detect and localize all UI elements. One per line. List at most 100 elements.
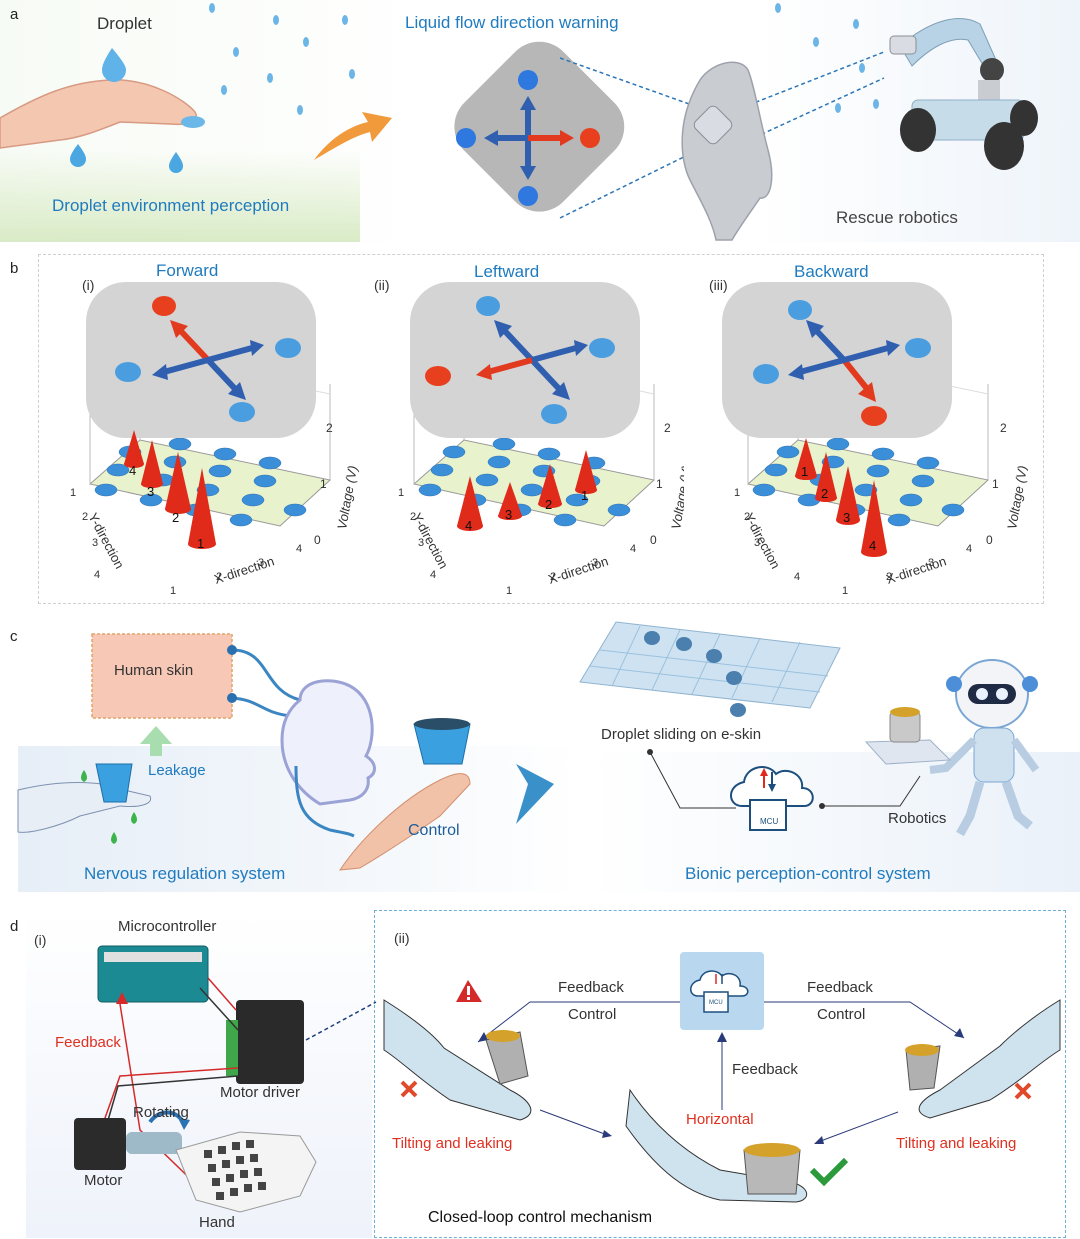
horizontal-label: Horizontal [686,1111,754,1128]
plot-roman-iii: (iii) [709,277,728,293]
droplet-environment-label: Droplet environment perception [52,196,290,215]
sensor-dot-bottom [518,186,538,206]
control-left-label: Control [568,1006,617,1023]
peak-label: 1 [197,536,204,551]
rotating-label: Rotating [133,1104,189,1121]
peak-label: 3 [147,484,154,499]
peak-label: 1 [801,464,808,479]
voltage-cones [457,450,597,531]
motor-driver-label: Motor driver [220,1084,301,1101]
droplet-falling-2 [169,152,183,173]
panel-c-graphics [17,621,1040,871]
sensor-dot-right [580,128,600,148]
plot-title-leftward: Leftward [474,262,540,281]
x-tick: 1 [170,585,176,597]
tilting-left-label: Tilting and leaking [392,1135,513,1152]
panel-letter-a: a [10,6,19,23]
peak-label: 4 [465,518,472,533]
peak-label: 3 [843,510,850,525]
y-tick: 3 [418,537,424,549]
peak-label: 2 [545,497,552,512]
control-label: Control [408,822,460,839]
z-axis-label: Voltage (V) [1004,464,1028,530]
bionic-system-label: Bionic perception-control system [685,864,931,883]
panel-letter-c: c [10,628,18,645]
control-right-label: Control [817,1006,866,1023]
nervous-system-label: Nervous regulation system [84,864,286,883]
x-tick: 3 [258,557,264,569]
sensor-diamond [454,41,625,212]
sensor-dot-top [518,70,538,90]
peak-label: 4 [869,538,876,553]
arm-holding-cup [338,773,471,871]
x-tick: 3 [928,557,934,569]
sensor-dot-red [861,406,887,426]
y-tick: 2 [410,511,416,523]
green-up-arrow-icon [140,726,172,756]
human-skin-block [91,633,233,719]
y-tick: 3 [92,537,98,549]
robot-hand-center [625,1088,807,1203]
feedback-right-label: Feedback [807,979,873,996]
e-skin-sheet [579,621,841,709]
peak-label: 2 [821,486,828,501]
y-tick: 2 [744,511,750,523]
humanoid-robot-illustration [864,659,1040,837]
z-tick: 2 [664,421,671,435]
head-outline-illustration [280,679,376,806]
rescue-robotics-label: Rescue robotics [836,208,958,227]
microcontroller-label: Microcontroller [118,918,217,935]
peak-label: 3 [505,507,512,522]
panel-d-graphics [74,945,1061,1213]
feedback-mid-label: Feedback [732,1061,798,1078]
rescue-robot-illustration [889,18,1038,170]
peak-label: 1 [581,488,588,503]
human-skin-label: Human skin [114,662,194,679]
motor-body [74,1118,126,1170]
x-tick: 2 [550,571,556,583]
rain-drops [209,3,921,115]
y-tick: 4 [794,571,800,583]
x-tick: 1 [842,585,848,597]
d-roman-ii: (ii) [394,930,410,946]
open-hand-illustration [0,79,197,149]
direction-arrows [484,96,574,180]
panel-b-frame [38,254,1044,604]
x-tick: 4 [296,543,302,555]
chevron-right-icon [516,764,554,824]
sensor-dot-red [152,296,176,316]
peak-label: 4 [129,463,136,478]
closed-loop-label: Closed-loop control mechanism [428,1209,653,1226]
z-tick: 0 [314,533,321,547]
plot-roman-i: (i) [82,277,95,293]
orange-arrow-icon [314,112,392,160]
feedback-label-red: Feedback [55,1034,121,1051]
robotics-label: Robotics [888,810,947,827]
x-tick: 3 [592,557,598,569]
z-tick: 1 [992,477,999,491]
droplet-falling-1 [70,144,86,167]
feedback-left-label: Feedback [558,979,624,996]
x-axis-label: X-direction [884,553,948,586]
y-tick: 1 [398,487,404,499]
hand-label: Hand [199,1214,235,1231]
x-tick: 1 [506,585,512,597]
sensor-dot-red [425,366,451,386]
panel-a: Droplet Droplet environment perception L… [0,0,1080,242]
panel-d-right-frame [374,910,1066,1238]
robot-finger-illustration [681,61,773,241]
leakage-label: Leakage [148,762,206,779]
z-tick: 0 [986,533,993,547]
cross-icon-right [1014,1082,1032,1100]
plot-forward: 4 3 2 1 2 1 0 Voltage (V) X-direction Y-… [70,282,360,597]
tilting-right-label: Tilting and leaking [896,1135,1017,1152]
panel-letter-d: d [10,918,19,935]
plot-roman-ii: (ii) [374,277,390,293]
plot-title-forward: Forward [156,261,219,280]
z-axis-label: Voltage (V) [668,464,684,530]
plot-backward: 1 2 3 4 2 1 0 Voltage (V) X-direction Y-… [722,282,1028,597]
hand-holding-leaking-cup [17,782,152,833]
check-icon [809,1157,849,1187]
y-tick: 4 [430,569,436,581]
x-tick: 2 [886,571,892,583]
